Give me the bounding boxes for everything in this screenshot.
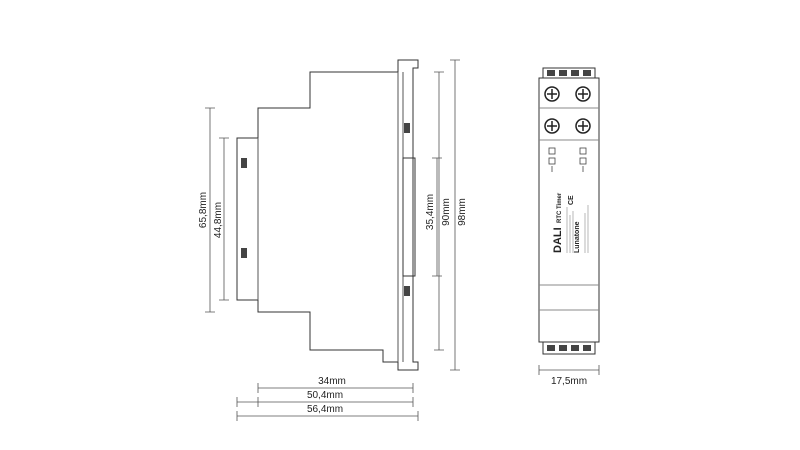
side-view [236,59,419,371]
dim-44-8: 44,8mm [213,202,224,238]
front-body [538,77,600,343]
horizontal-dimension-labels: 34mm 50,4mm 56,4mm [307,376,346,415]
terminal-symbol-icon [548,147,556,172]
screw-terminals [544,86,591,134]
marker [241,248,247,258]
dim-56-4: 56,4mm [307,404,343,415]
terminal-symbols [548,147,587,172]
dim-34: 34mm [318,376,346,387]
dim-35-4: 35,4mm [425,194,436,230]
horizontal-dimensions [236,383,419,421]
product-label: DALI RTC Timer Lunatone CE [552,192,589,253]
side-view-inner-lines [257,72,404,362]
terminal-symbol-icon [579,147,587,172]
vertical-dimension-labels: 65,8mm 44,8mm 35,4mm 90mm 98mm [198,192,468,238]
manufacturer-name: Lunatone [574,221,581,253]
screw-icon [544,118,560,134]
dim-65-8: 65,8mm [198,192,209,228]
marker [404,123,410,133]
side-view-markers [241,123,410,296]
side-view-outline [236,59,419,371]
brand-dali: DALI [552,227,564,253]
dim-17-5: 17,5mm [551,376,587,387]
dim-98: 98mm [457,198,468,226]
din-clip [402,157,416,277]
marker [404,286,410,296]
screw-icon [575,118,591,134]
dim-90: 90mm [441,198,452,226]
vertical-dimensions [205,59,460,371]
product-name: RTC Timer [557,192,563,223]
dim-50-4: 50,4mm [307,390,343,401]
front-view [538,67,600,355]
marker [241,158,247,168]
ce-mark-icon: CE [568,195,575,205]
front-width-dimension [538,365,600,375]
screw-icon [544,86,560,102]
screw-icon [575,86,591,102]
